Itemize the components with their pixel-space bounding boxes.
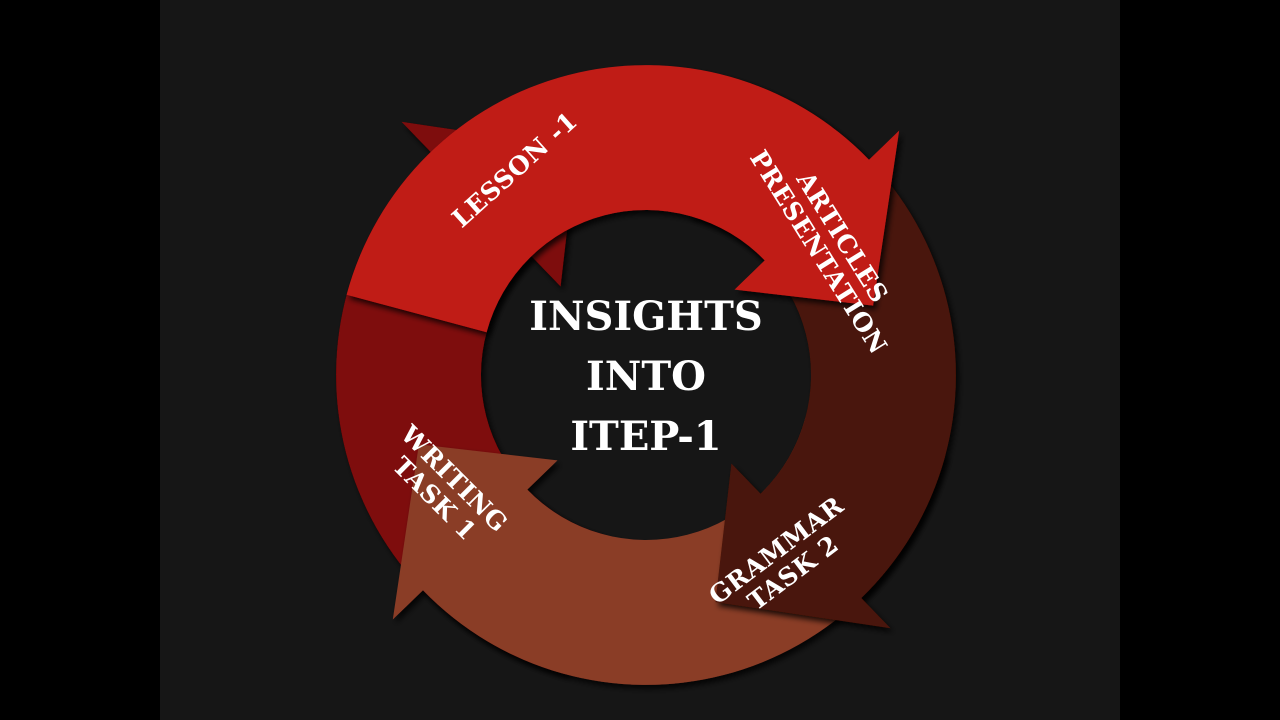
slide-canvas: LESSON -1 ARTICLES PRESENTATION GRAMMAR … xyxy=(160,0,1120,720)
cycle-diagram: LESSON -1 ARTICLES PRESENTATION GRAMMAR … xyxy=(336,65,956,685)
center-line-3: ITEP-1 xyxy=(570,413,721,460)
center-line-1: INSIGHTS xyxy=(529,293,762,340)
arrow-lesson-1 xyxy=(346,65,900,333)
center-title: INSIGHTS INTO ITEP-1 xyxy=(529,293,762,460)
center-line-2: INTO xyxy=(586,353,706,400)
